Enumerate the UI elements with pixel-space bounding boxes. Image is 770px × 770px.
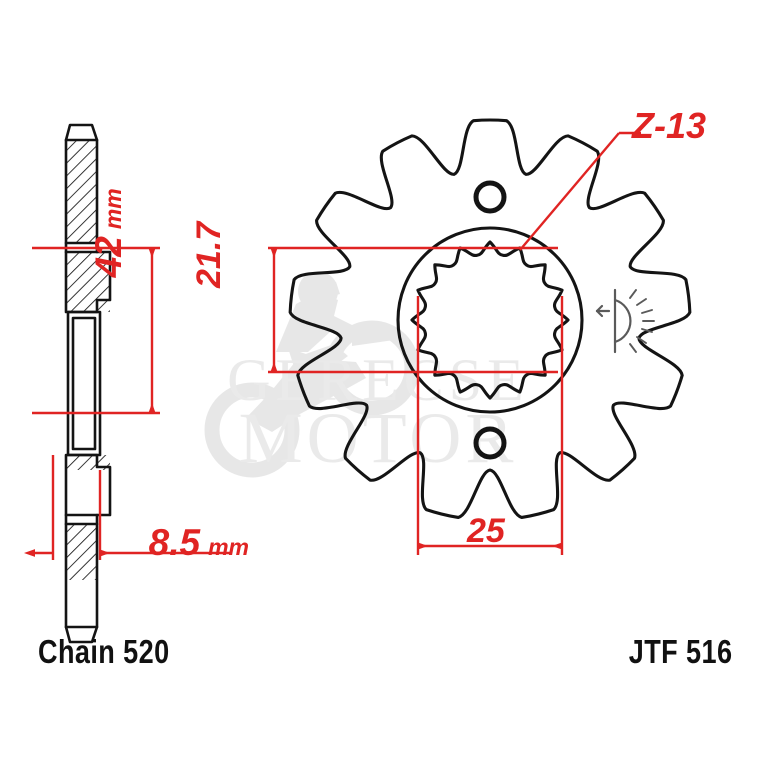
hub-circle	[396, 226, 584, 414]
front-view	[288, 118, 692, 520]
watermark-line2: MOTOR	[239, 398, 518, 478]
dimension-lines	[24, 131, 641, 560]
relief-hole-top	[473, 180, 507, 214]
dim-25	[416, 296, 564, 555]
dim-21-7	[268, 246, 558, 374]
dim-42mm	[32, 246, 160, 415]
sprocket-outline	[288, 118, 692, 520]
splined-bore	[410, 240, 570, 400]
rider-silhouette-icon	[204, 271, 420, 478]
leader-line-z13	[519, 131, 641, 251]
surface-finish-symbol	[595, 288, 655, 354]
watermark: GERECSE MOTOR	[204, 271, 524, 478]
section-view	[64, 123, 112, 644]
dim-8-5mm	[24, 455, 230, 560]
relief-hole-bottom	[473, 426, 507, 460]
